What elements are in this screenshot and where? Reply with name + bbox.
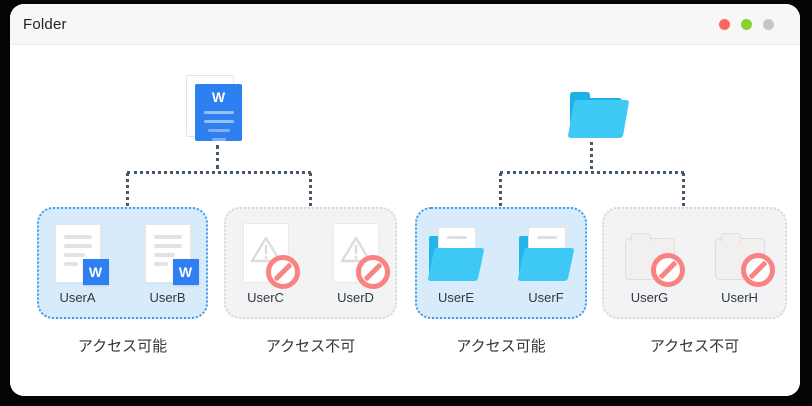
no-access-icon	[740, 253, 775, 287]
connector-drop-group-c	[499, 173, 502, 206]
minimize-window-dot[interactable]	[741, 18, 752, 30]
folder-blocked-icon	[624, 233, 685, 287]
group-folder-allowed: UserE UserF	[415, 207, 587, 319]
user-label: UserD	[337, 290, 374, 305]
no-access-icon	[355, 255, 390, 289]
connector-folder-stem	[590, 142, 593, 169]
warning-triangle-icon	[250, 236, 281, 263]
maximize-window-dot[interactable]	[763, 18, 774, 30]
group-document-denied: UserC UserD	[224, 207, 397, 319]
no-access-icon	[650, 253, 685, 287]
user-cell: W UserB	[136, 219, 200, 305]
user-label: UserC	[247, 290, 284, 305]
connector-drop-group-d	[682, 173, 685, 206]
connector-drop-group-b	[309, 173, 312, 206]
folder-blocked-icon	[714, 233, 775, 287]
user-label: UserF	[528, 290, 564, 305]
no-access-icon	[265, 255, 300, 289]
user-label: UserA	[59, 290, 96, 305]
document-warning-blocked-icon	[332, 223, 390, 289]
folder-icon	[567, 88, 630, 138]
window-controls	[719, 4, 774, 44]
word-document-badge-icon: W	[54, 224, 109, 285]
caption-access-denied: アクセス不可	[649, 338, 740, 355]
word-document-badge-icon: W	[144, 224, 199, 285]
connector-folder-rail	[500, 171, 684, 174]
user-cell: UserC	[234, 219, 300, 305]
user-label: UserE	[437, 290, 475, 305]
user-cell: UserH	[708, 219, 775, 305]
caption-access-denied: アクセス不可	[265, 338, 356, 355]
word-letter: W	[211, 89, 226, 105]
word-badge: W	[172, 259, 199, 285]
document-front-page: W	[195, 84, 242, 141]
diagram-canvas: W W	[10, 45, 800, 396]
app-window: Folder W	[10, 4, 800, 396]
user-cell: UserD	[324, 219, 390, 305]
connector-doc-rail	[127, 171, 311, 174]
group-document-allowed: W UserA W UserB	[37, 207, 208, 319]
document-warning-blocked-icon	[242, 223, 300, 289]
word-badge: W	[82, 259, 109, 285]
user-label: UserG	[630, 290, 669, 305]
group-folder-denied: UserG UserH	[602, 207, 787, 319]
window-title: Folder	[23, 15, 67, 33]
caption-access-allowed: アクセス可能	[456, 338, 546, 355]
window-titlebar: Folder	[10, 4, 800, 45]
open-folder-icon	[517, 227, 575, 283]
connector-drop-group-a	[126, 173, 129, 206]
user-label: UserH	[721, 290, 758, 305]
connector-doc-stem	[216, 145, 219, 169]
close-window-dot[interactable]	[719, 18, 730, 30]
user-label: UserB	[149, 290, 186, 305]
user-cell: W UserA	[46, 219, 110, 305]
warning-triangle-icon	[340, 236, 371, 263]
word-document-icon: W	[186, 75, 244, 145]
open-folder-icon	[427, 227, 485, 283]
user-cell: UserE	[424, 219, 488, 305]
user-cell: UserG	[618, 219, 685, 305]
user-cell: UserF	[514, 219, 578, 305]
caption-access-allowed: アクセス可能	[77, 338, 168, 355]
